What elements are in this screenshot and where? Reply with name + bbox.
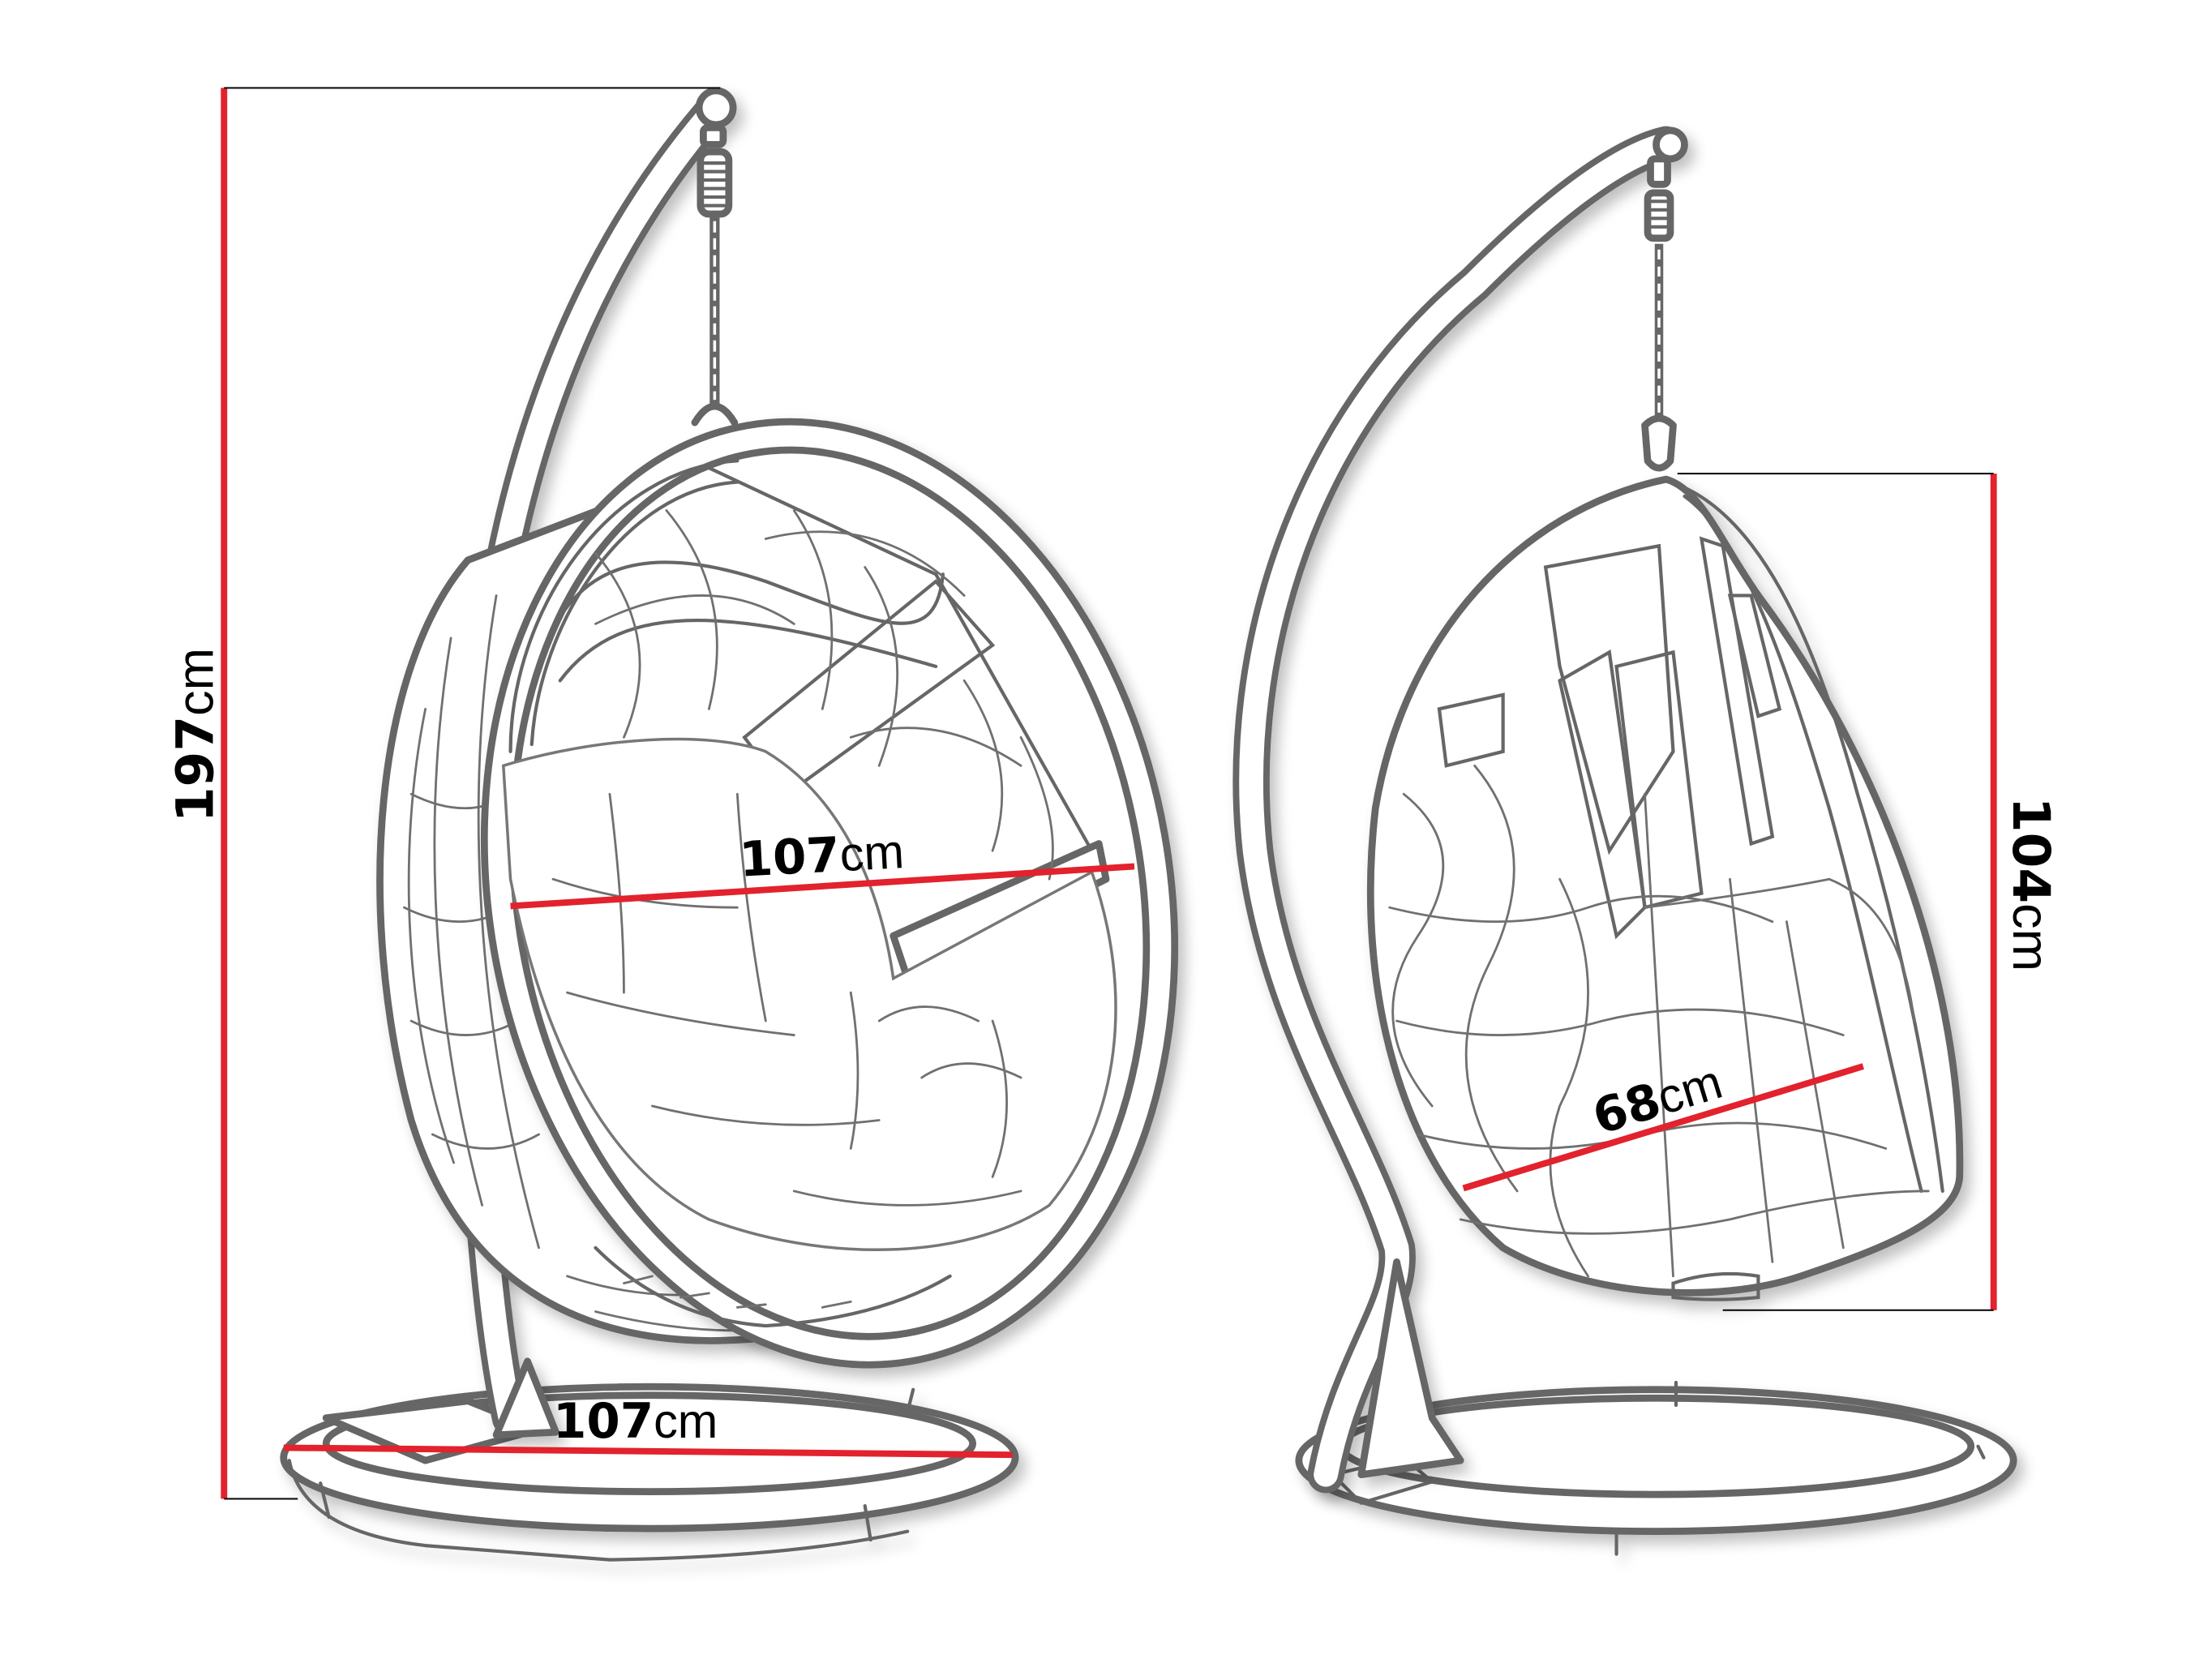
front-basket-bottom <box>594 1245 952 1328</box>
dim-base-diameter-label: 107cm <box>553 1394 718 1450</box>
front-base-ring <box>280 1382 1019 1562</box>
side-base-ring <box>1295 1380 2017 1556</box>
side-view: 104cm 68cm <box>1232 126 2060 1556</box>
dim-total-height-label: 197cm <box>165 648 225 822</box>
dim-base-diameter-line <box>283 1444 1013 1459</box>
side-stand-pole <box>1232 126 1688 1494</box>
dim-seat-width: 107cm <box>510 824 1135 910</box>
front-view: 197cm 107cm 107cm <box>165 87 1179 1562</box>
dim-seat-width-line <box>510 863 1135 910</box>
dim-basket-depth-line <box>1462 1063 1864 1192</box>
dim-total-height: 197cm <box>165 87 721 1500</box>
front-chain <box>691 124 739 427</box>
side-basket <box>1366 475 1964 1301</box>
dim-base-diameter: 107cm <box>283 1394 1013 1459</box>
dim-seat-width-label: 107cm <box>738 824 906 889</box>
dim-basket-height: 104cm <box>1677 473 2060 1311</box>
side-chain <box>1641 155 1677 472</box>
dim-basket-height-label: 104cm <box>2001 797 2060 971</box>
